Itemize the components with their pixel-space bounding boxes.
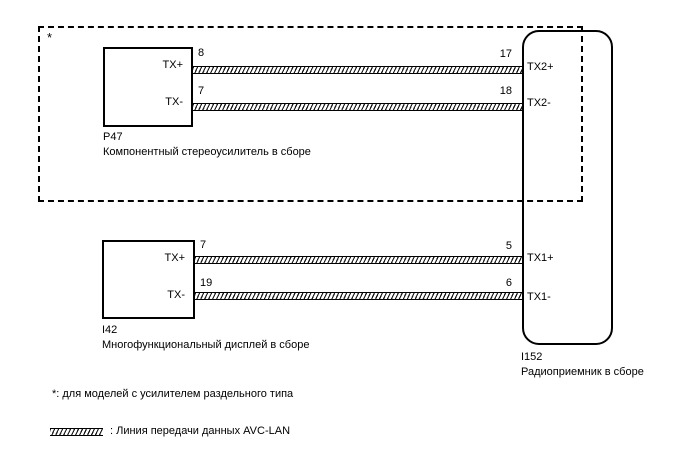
- amplifier-terminal-tx-plus: TX+: [162, 59, 183, 71]
- display-connector-shape: TX+ TX-: [102, 240, 195, 319]
- radio-receiver-connector-shape: [522, 30, 613, 345]
- radio-name: Радиоприемник в сборе: [521, 366, 644, 378]
- pin-number-radio-tx1-plus: 5: [505, 240, 512, 252]
- avc-lan-wire-tx2-plus: [193, 66, 522, 74]
- display-name: Многофункциональный дисплей в сборе: [102, 339, 310, 351]
- legend-label: : Линия передачи данных AVC-LAN: [110, 425, 291, 437]
- radio-terminal-tx1-plus: TX1+: [527, 252, 554, 264]
- amplifier-connector-shape: TX+ TX-: [103, 47, 193, 127]
- avc-lan-wire-tx1-plus: [195, 256, 522, 264]
- radio-terminal-tx1-minus: TX1-: [527, 291, 551, 303]
- avc-lan-legend-swatch: [50, 428, 103, 436]
- pin-number-radio-tx1-minus: 6: [505, 277, 512, 289]
- amplifier-terminal-tx-minus: TX-: [165, 96, 183, 108]
- pin-number-display-tx-plus: 7: [200, 239, 207, 251]
- footnote: *: для моделей с усилителем раздельного …: [52, 388, 294, 400]
- display-terminal-tx-plus: TX+: [164, 252, 185, 264]
- avc-lan-wire-tx1-minus: [195, 292, 522, 300]
- pin-number-amp-tx-plus: 8: [198, 47, 205, 59]
- pin-number-display-tx-minus: 19: [200, 277, 213, 289]
- amplifier-name: Компонентный стереоусилитель в сборе: [103, 146, 311, 158]
- pin-number-radio-tx2-plus: 17: [499, 48, 512, 60]
- display-code: I42: [102, 324, 118, 336]
- pin-number-radio-tx2-minus: 18: [499, 85, 512, 97]
- radio-code: I152: [521, 351, 543, 363]
- avc-lan-wire-tx2-minus: [193, 103, 522, 111]
- display-terminal-tx-minus: TX-: [167, 289, 185, 301]
- optional-region-border: *: [38, 26, 583, 202]
- radio-terminal-tx2-minus: TX2-: [527, 97, 551, 109]
- amplifier-code: P47: [103, 131, 123, 143]
- optional-region-marker: *: [47, 30, 53, 45]
- radio-terminal-tx2-plus: TX2+: [527, 61, 554, 73]
- pin-number-amp-tx-minus: 7: [198, 85, 205, 97]
